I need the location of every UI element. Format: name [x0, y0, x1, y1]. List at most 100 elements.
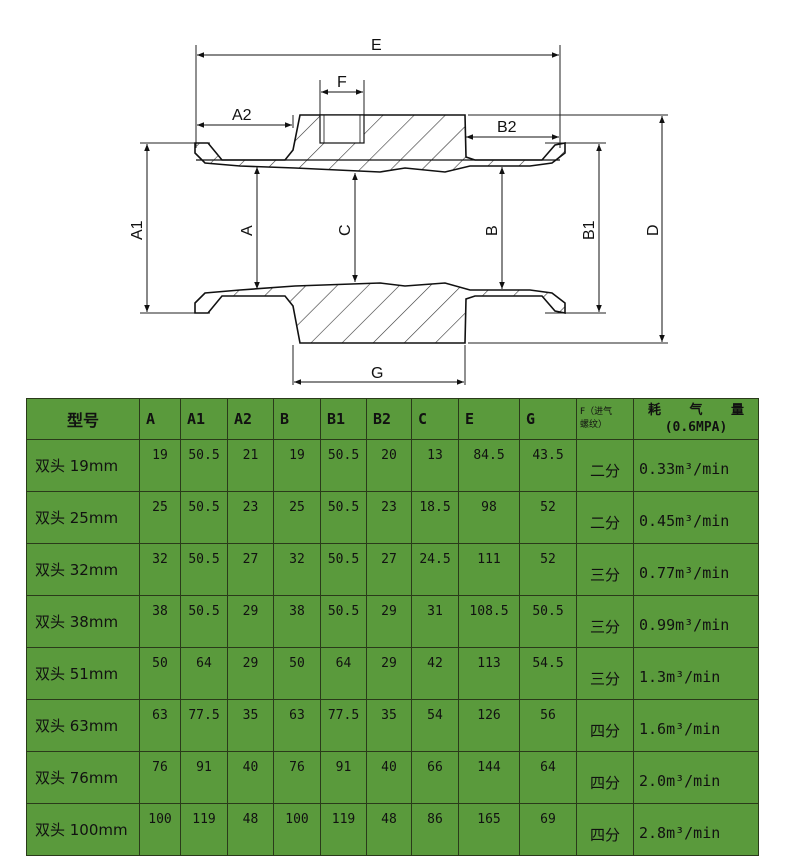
cell-e: 98 [458, 491, 520, 544]
cell-a: 76 [139, 751, 181, 804]
cell-c: 31 [411, 595, 459, 648]
cell-b2: 29 [366, 647, 412, 700]
cell-f: 二分 [576, 491, 634, 544]
spec-table: 型号 A A1 A2 B B1 B2 C E G F（进气 螺纹） 耗 气 量 … [26, 398, 759, 856]
cell-model: 双头 19mm [26, 439, 140, 492]
cell-b1: 119 [320, 803, 367, 856]
label-b2: B2 [497, 119, 517, 136]
cell-a2: 29 [227, 595, 274, 648]
label-f: F [337, 74, 347, 91]
dimension-lines [144, 52, 665, 385]
cell-a1: 91 [180, 751, 228, 804]
cell-b: 38 [273, 595, 321, 648]
part-body [194, 114, 566, 344]
cell-model: 双头 38mm [26, 595, 140, 648]
header-type: 型号 [26, 398, 140, 440]
cell-model: 双头 100mm [26, 803, 140, 856]
cell-b1: 50.5 [320, 439, 367, 492]
cell-a: 63 [139, 699, 181, 752]
cell-b: 32 [273, 543, 321, 596]
cell-e: 165 [458, 803, 520, 856]
cell-a1: 50.5 [180, 439, 228, 492]
cell-c: 66 [411, 751, 459, 804]
technical-drawing: E F A2 B2 A1 A C B B1 D G [129, 37, 668, 385]
cell-model: 双头 32mm [26, 543, 140, 596]
header-e: E [458, 398, 520, 440]
cell-f: 二分 [576, 439, 634, 492]
cell-f: 四分 [576, 699, 634, 752]
cell-a2: 40 [227, 751, 274, 804]
upper-wall [194, 114, 566, 173]
cell-a2: 27 [227, 543, 274, 596]
cell-g: 50.5 [519, 595, 577, 648]
header-f: F（进气 螺纹） [576, 398, 634, 440]
cell-a1: 77.5 [180, 699, 228, 752]
cell-a2: 23 [227, 491, 274, 544]
cell-a: 25 [139, 491, 181, 544]
header-a2: A2 [227, 398, 274, 440]
cell-b: 50 [273, 647, 321, 700]
cell-a2: 29 [227, 647, 274, 700]
cell-b1: 50.5 [320, 595, 367, 648]
cell-a: 32 [139, 543, 181, 596]
header-b: B [273, 398, 321, 440]
cell-b1: 50.5 [320, 543, 367, 596]
cell-e: 144 [458, 751, 520, 804]
header-g: G [519, 398, 577, 440]
table-header-row: 型号 A A1 A2 B B1 B2 C E G F（进气 螺纹） 耗 气 量 … [26, 398, 759, 440]
cell-a2: 48 [227, 803, 274, 856]
header-consumption: 耗 气 量 (0.6MPA) [633, 398, 759, 440]
cell-f: 三分 [576, 543, 634, 596]
cell-f: 三分 [576, 647, 634, 700]
cell-e: 113 [458, 647, 520, 700]
label-c: C [337, 224, 354, 236]
cell-g: 69 [519, 803, 577, 856]
cell-e: 126 [458, 699, 520, 752]
cell-b2: 40 [366, 751, 412, 804]
cell-g: 43.5 [519, 439, 577, 492]
label-b1: B1 [581, 220, 598, 240]
cell-e: 84.5 [458, 439, 520, 492]
cell-b: 19 [273, 439, 321, 492]
label-e: E [371, 37, 382, 54]
cell-a1: 119 [180, 803, 228, 856]
cell-consumption: 1.6m³/min [633, 699, 759, 752]
cell-consumption: 0.45m³/min [633, 491, 759, 544]
cell-g: 52 [519, 543, 577, 596]
cell-b2: 27 [366, 543, 412, 596]
header-c: C [411, 398, 459, 440]
cell-b2: 29 [366, 595, 412, 648]
port-f [319, 114, 365, 144]
cell-c: 54 [411, 699, 459, 752]
cell-consumption: 2.0m³/min [633, 751, 759, 804]
cell-model: 双头 25mm [26, 491, 140, 544]
cell-b1: 64 [320, 647, 367, 700]
header-cons-w3: 量 [730, 403, 744, 418]
header-a: A [139, 398, 181, 440]
cell-c: 13 [411, 439, 459, 492]
cell-b1: 91 [320, 751, 367, 804]
cell-consumption: 0.33m³/min [633, 439, 759, 492]
cell-g: 52 [519, 491, 577, 544]
cell-a2: 35 [227, 699, 274, 752]
cell-model: 双头 76mm [26, 751, 140, 804]
cell-g: 64 [519, 751, 577, 804]
cell-model: 双头 51mm [26, 647, 140, 700]
cell-b2: 48 [366, 803, 412, 856]
cell-a2: 21 [227, 439, 274, 492]
lower-wall [194, 282, 566, 344]
cell-c: 42 [411, 647, 459, 700]
cell-a1: 50.5 [180, 595, 228, 648]
cell-f: 四分 [576, 803, 634, 856]
header-a1: A1 [180, 398, 228, 440]
label-a2: A2 [232, 107, 252, 124]
header-b1: B1 [320, 398, 367, 440]
cell-model: 双头 63mm [26, 699, 140, 752]
header-f-line1: F（进气 [580, 407, 613, 417]
cell-consumption: 1.3m³/min [633, 647, 759, 700]
cell-b1: 50.5 [320, 491, 367, 544]
